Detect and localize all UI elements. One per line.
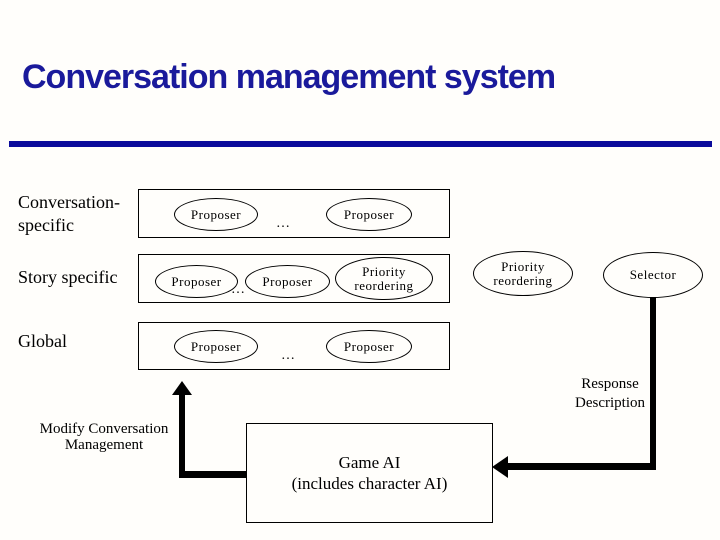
arrow-left-icon — [492, 456, 508, 478]
response-description-label: Response Description — [575, 376, 645, 411]
proposer-label: Proposer — [171, 273, 222, 289]
selector-label: Selector — [629, 267, 677, 282]
priority-reordering-label: Priority reordering — [493, 258, 553, 288]
selector-to-gameai-arrow-vertical — [650, 294, 656, 470]
title-underline-rule — [9, 141, 712, 147]
proposer-label: Proposer — [343, 206, 395, 222]
proposer-ellipse: Proposer — [174, 330, 258, 363]
priority-reordering-ellipse: Priority reordering — [473, 251, 573, 296]
arrow-up-icon — [172, 381, 192, 395]
page-title: Conversation management system — [22, 58, 556, 96]
game-ai-box: Game AI (includes character AI) — [246, 423, 493, 523]
story-specific-group-box — [138, 254, 450, 303]
modify-conversation-label: Modify Conversation Management — [39, 421, 169, 453]
proposer-label: Proposer — [190, 206, 242, 222]
ellipsis-dots: … — [281, 348, 297, 363]
proposer-label: Proposer — [343, 338, 395, 354]
proposer-label: Proposer — [190, 338, 242, 354]
ellipsis-dots: … — [231, 282, 247, 297]
gameai-to-manager-arrow-vertical — [179, 393, 185, 478]
game-ai-subtitle: (includes character AI) — [291, 474, 448, 493]
row-label-story-specific: Story specific — [18, 267, 118, 287]
proposer-ellipse: Proposer — [174, 198, 258, 231]
row-label-global: Global — [18, 331, 67, 351]
proposer-ellipse: Proposer — [326, 198, 412, 231]
selector-ellipse: Selector — [603, 252, 703, 298]
row-label-conversation-specific: Conversation-specific — [18, 192, 120, 235]
selector-to-gameai-arrow-horizontal — [506, 463, 656, 470]
global-group-box — [138, 322, 450, 370]
game-ai-title: Game AI — [338, 453, 401, 472]
conversation-specific-group-box — [138, 189, 450, 238]
ellipsis-dots: … — [276, 216, 292, 231]
proposer-ellipse: Proposer — [245, 265, 330, 298]
gameai-to-manager-arrow-horizontal — [179, 471, 247, 478]
priority-reordering-label: Priority reordering — [354, 263, 414, 293]
priority-reordering-ellipse: Priority reordering — [335, 257, 433, 300]
proposer-label: Proposer — [262, 273, 313, 289]
proposer-ellipse: Proposer — [326, 330, 412, 363]
proposer-ellipse: Proposer — [155, 265, 238, 298]
